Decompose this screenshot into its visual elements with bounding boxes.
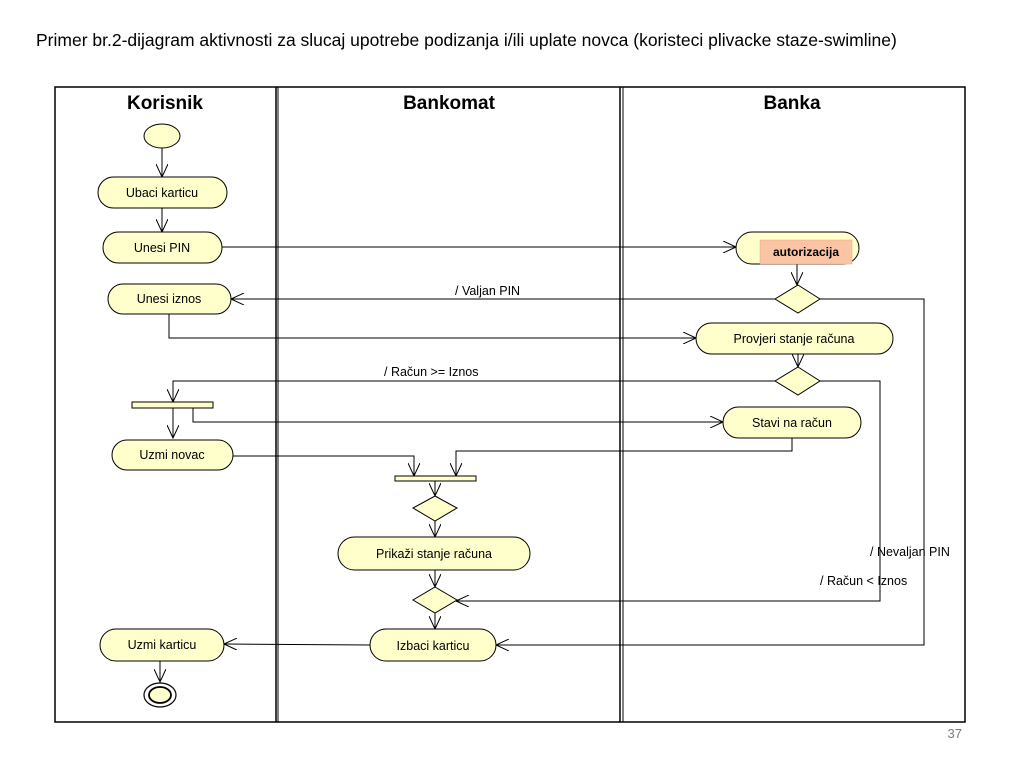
activity-stavi-na-racun: Stavi na račun (722, 406, 862, 439)
guard-racun-gte-iznos: / Račun >= Iznos (384, 365, 479, 379)
svg-text:Izbaci karticu: Izbaci karticu (397, 639, 470, 653)
final-node (143, 682, 177, 708)
auth-label: autorizacija (759, 239, 853, 265)
svg-text:Ubaci karticu: Ubaci karticu (126, 186, 198, 200)
guard-racun-lt-iznos: / Račun < Iznos (820, 574, 907, 588)
svg-text:Stavi na račun: Stavi na račun (752, 416, 832, 430)
join-bar (394, 475, 477, 482)
activity-unesi-pin: Unesi PIN (102, 231, 223, 264)
fork-bar (131, 401, 214, 409)
activity-ubaci-karticu: Ubaci karticu (97, 176, 228, 209)
decision-pin-valid (774, 284, 821, 314)
activity-uzmi-novac: Uzmi novac (111, 439, 234, 471)
decision-merge-2 (412, 586, 458, 614)
svg-text:Provjeri stanje računa: Provjeri stanje računa (734, 332, 855, 346)
flow-edges (160, 148, 925, 682)
activity-prikazi-stanje: Prikaži stanje računa (337, 536, 531, 571)
svg-text:Uzmi karticu: Uzmi karticu (128, 638, 197, 652)
activity-uzmi-karticu: Uzmi karticu (99, 628, 225, 662)
activity-unesi-iznos: Unesi iznos (107, 283, 232, 315)
svg-text:Uzmi novac: Uzmi novac (139, 448, 204, 462)
svg-text:autorizacija: autorizacija (773, 245, 839, 259)
svg-text:Prikaži stanje računa: Prikaži stanje računa (376, 547, 492, 561)
svg-text:Unesi PIN: Unesi PIN (134, 241, 190, 255)
decision-merge-1 (411, 495, 459, 522)
page-title: Primer br.2-dijagram aktivnosti za sluca… (36, 30, 897, 50)
decision-balance (774, 366, 821, 396)
activity-provjeri-stanje: Provjeri stanje računa (695, 322, 894, 355)
swimlane-frame (54, 86, 966, 723)
guard-nevaljan-pin: / Nevaljan PIN (870, 545, 950, 559)
lane-header-banka: Banka (763, 93, 820, 114)
lane-header-bankomat: Bankomat (403, 93, 496, 114)
svg-text:Unesi iznos: Unesi iznos (137, 292, 202, 306)
activity-izbaci-karticu: Izbaci karticu (369, 628, 497, 662)
initial-node (143, 123, 181, 149)
page-number: 37 (947, 726, 962, 741)
guard-valjan-pin: / Valjan PIN (455, 284, 520, 298)
lane-header-korisnik: Korisnik (127, 93, 203, 114)
